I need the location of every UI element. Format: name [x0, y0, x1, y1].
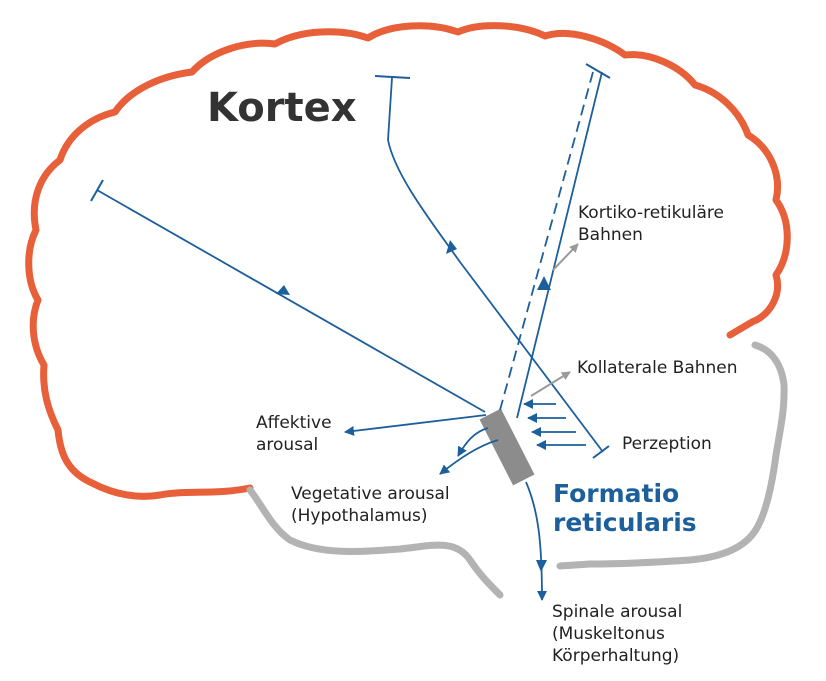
kollaterale-bahnen	[523, 399, 586, 450]
ascending-pathway-left-bar	[90, 179, 104, 202]
brainstem-outline	[556, 341, 788, 570]
affektive-line2: arousal	[256, 435, 319, 455]
kortiko-retikulaere-pointer	[552, 243, 579, 271]
kortiko-retikulaere-line-dashed	[499, 71, 594, 411]
ascending-pathway-left-arrowhead	[276, 285, 290, 295]
ascending-pathway-top-arrowhead	[446, 240, 457, 254]
ascending-pathway-top-bar	[374, 75, 411, 79]
temporal-lobe-outline	[246, 486, 504, 599]
spinale-arousal-mid-arrowhead	[536, 560, 547, 572]
spinale-arousal-label: Spinale arousal (Muskeltonus Körperhaltu…	[552, 601, 682, 667]
kortex-title: Kortex	[207, 85, 357, 131]
formatio-line1: Formatio	[553, 479, 680, 508]
affektive-arousal-label: Affektive arousal	[256, 412, 332, 456]
kortiko-retikulaere-line-solid	[516, 71, 603, 419]
kollaterale-bahnen-label: Kollaterale Bahnen	[577, 358, 738, 378]
affektive-arousal-arrow	[344, 414, 487, 436]
kortiko-retikulaere-arrowhead	[537, 276, 551, 290]
ascending-pathway-left	[96, 189, 486, 413]
ascending-pathway-top	[387, 77, 604, 453]
spinale-line2: (Muskeltonus	[552, 624, 665, 644]
perzeption-bar	[592, 445, 610, 459]
vegetative-arousal-label: Vegetative arousal (Hypothalamus)	[291, 483, 450, 527]
vegetative-line2: (Hypothalamus)	[291, 506, 428, 526]
kollaterale-pointer	[530, 371, 571, 397]
formatio-line2: reticularis	[553, 508, 697, 537]
spinale-line1: Spinale arousal	[552, 602, 683, 622]
kortiko-retikulaere-label: Kortiko-retikuläre Bahnen	[578, 202, 724, 246]
vegetative-line1: Vegetative arousal	[291, 484, 450, 504]
vegetative-arousal-arrow-1	[457, 427, 489, 457]
kortiko-retikulaere-bar	[585, 63, 611, 79]
spinale-line3: Körperhaltung)	[552, 646, 680, 666]
vegetative-arousal-arrow-2	[439, 439, 499, 475]
kortiko-retikulaere-line1: Kortiko-retikuläre	[578, 203, 724, 223]
perzeption-label: Perzeption	[622, 434, 712, 454]
affektive-line1: Affektive	[256, 413, 332, 433]
cortex-outline	[25, 22, 791, 500]
spinale-arousal-arrow	[525, 481, 547, 601]
formatio-reticularis-label: Formatio reticularis	[553, 479, 697, 537]
formatio-reticularis-block	[479, 408, 535, 486]
kortiko-retikulaere-line2: Bahnen	[578, 225, 643, 245]
